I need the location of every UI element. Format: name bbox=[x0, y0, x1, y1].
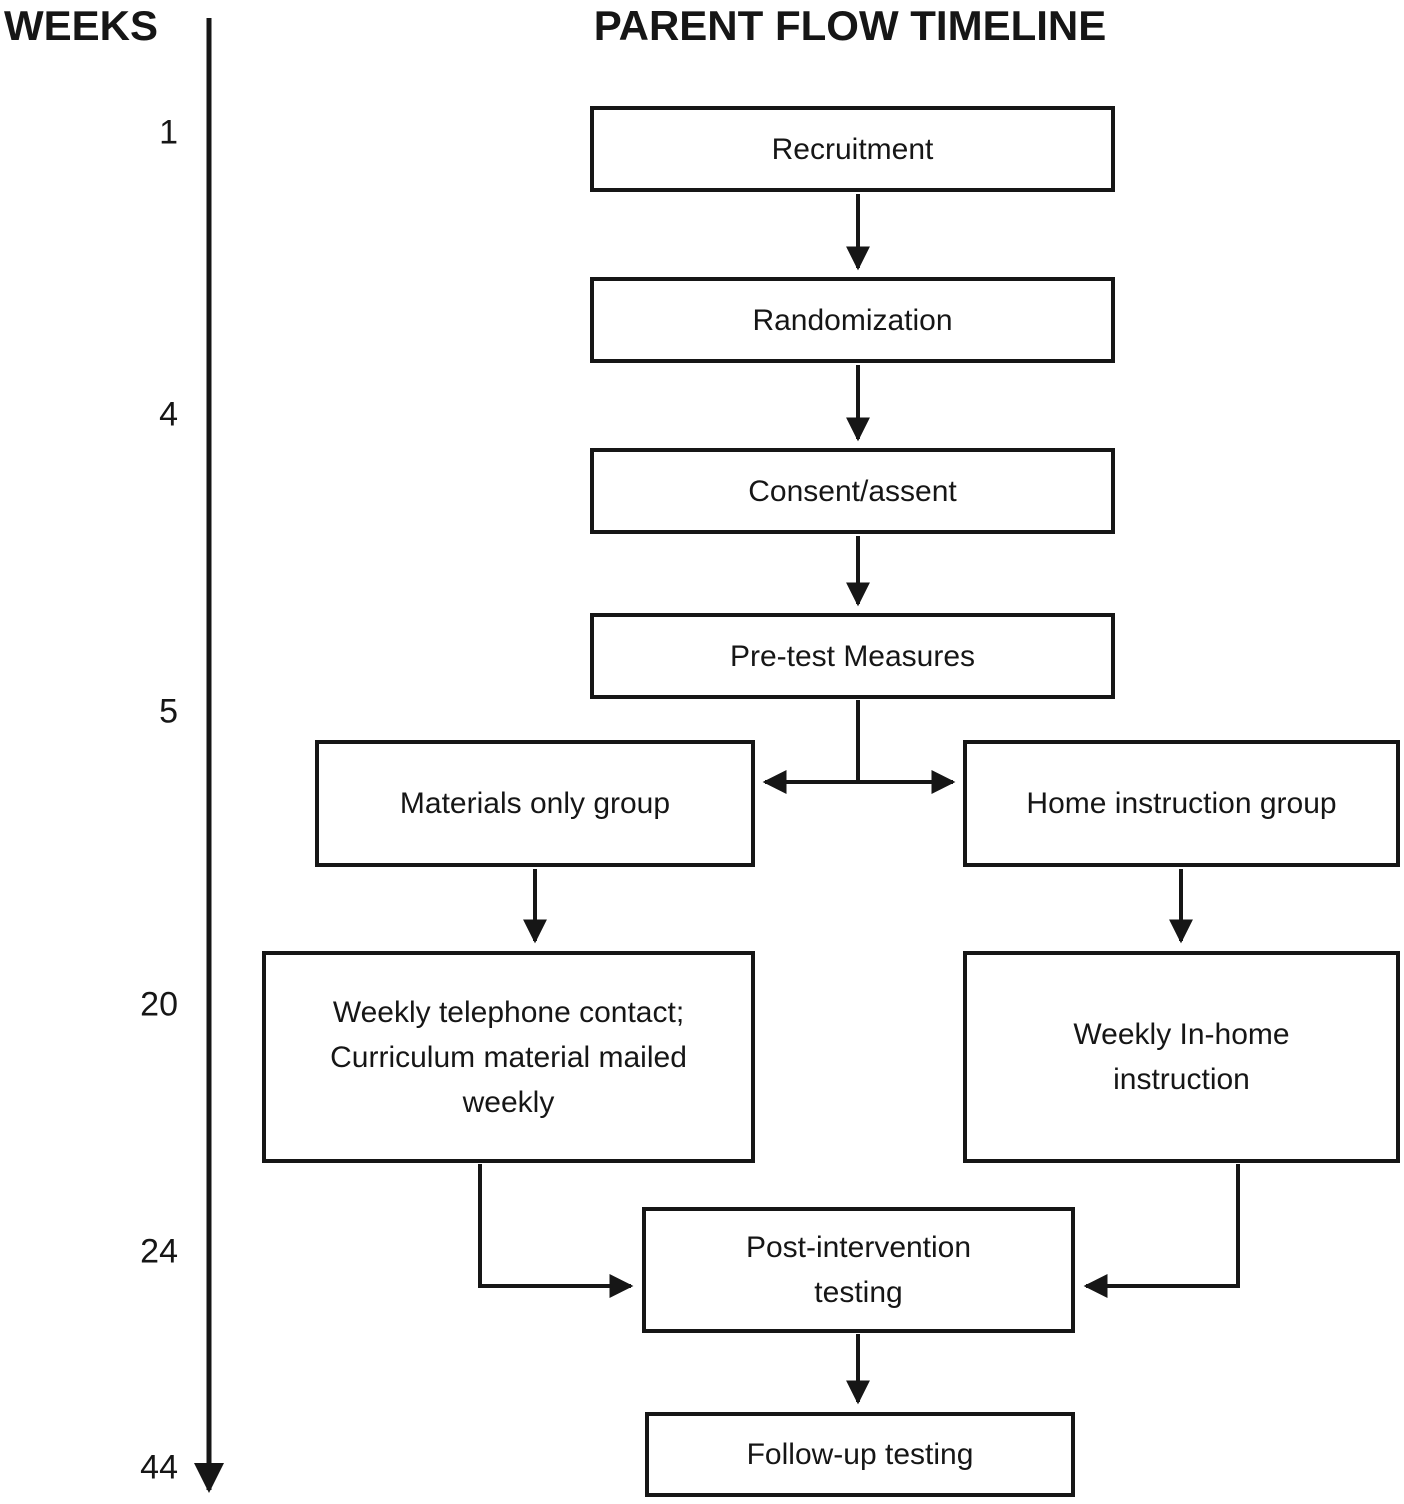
node-post-intervention-testing: Post-intervention testing bbox=[642, 1207, 1075, 1333]
week-tick-1: 1 bbox=[159, 113, 178, 152]
week-tick-44: 44 bbox=[140, 1448, 178, 1487]
node-weekly-inhome-instruction: Weekly In-home instruction bbox=[963, 951, 1400, 1163]
node-randomization-label: Randomization bbox=[752, 303, 953, 337]
node-followup-testing: Follow-up testing bbox=[645, 1412, 1075, 1497]
node-randomization: Randomization bbox=[590, 277, 1115, 363]
week-tick-4: 4 bbox=[159, 395, 178, 434]
node-weekly-telephone-contact-label: Weekly telephone contact; Curriculum mat… bbox=[330, 995, 687, 1119]
node-home-instruction-group: Home instruction group bbox=[963, 740, 1400, 867]
weeks-axis-label: WEEKS bbox=[4, 2, 159, 49]
node-recruitment: Recruitment bbox=[590, 106, 1115, 192]
node-pretest-measures-label: Pre-test Measures bbox=[729, 639, 976, 673]
node-followup-testing-label: Follow-up testing bbox=[746, 1438, 974, 1471]
node-materials-only-group-label: Materials only group bbox=[399, 787, 671, 820]
node-home-instruction-group-label: Home instruction group bbox=[1026, 787, 1337, 820]
node-weekly-inhome-instruction-label: Weekly In-home instruction bbox=[1073, 1018, 1290, 1096]
connector-telephone-to-post bbox=[478, 1164, 634, 1298]
week-tick-20: 20 bbox=[140, 985, 178, 1024]
node-consent-assent: Consent/assent bbox=[590, 448, 1115, 534]
week-tick-5: 5 bbox=[159, 692, 178, 731]
node-consent-assent-label: Consent/assent bbox=[748, 474, 957, 508]
node-pretest-measures: Pre-test Measures bbox=[590, 613, 1115, 699]
node-materials-only-group: Materials only group bbox=[315, 740, 755, 867]
connector-inhome-to-post bbox=[1083, 1164, 1240, 1298]
node-weekly-telephone-contact: Weekly telephone contact; Curriculum mat… bbox=[262, 951, 755, 1163]
diagram-title: PARENT FLOW TIMELINE bbox=[593, 2, 1107, 49]
week-tick-24: 24 bbox=[140, 1232, 178, 1271]
node-recruitment-label: Recruitment bbox=[771, 132, 934, 166]
node-post-intervention-testing-label: Post-intervention testing bbox=[745, 1231, 972, 1309]
